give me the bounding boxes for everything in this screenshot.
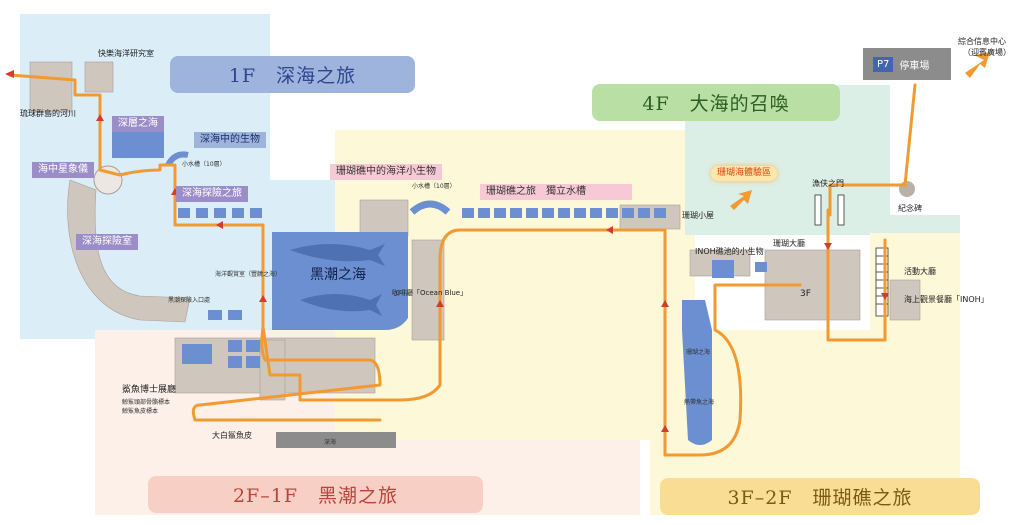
tank-ryukyu (182, 344, 212, 364)
gate-posts (814, 194, 845, 226)
building-small-b (259, 339, 286, 401)
zone-4f-strip (870, 215, 960, 233)
area-coral-small-creatures[interactable]: 珊瑚礁中的海洋小生物 (330, 164, 442, 180)
label-ocean-blue-cafe: 咖啡廳「Ocean Blue」 (392, 289, 468, 297)
area-sea-planetarium[interactable]: 海中星象儀 (32, 162, 94, 178)
bottom-gray-bar (276, 432, 396, 448)
tank-coral-curve (409, 200, 451, 215)
zone-banner-2f1f[interactable]: 2F–1F 黑潮之旅 (148, 476, 483, 513)
info-center-line1[interactable]: 綜合信息中心 (958, 37, 1006, 46)
zone-banner-1f[interactable]: 1F 深海之旅 (170, 56, 415, 93)
arrow-to-info-center[interactable] (965, 52, 990, 78)
area-deep-layer-sea[interactable]: 深層之海 (112, 116, 164, 132)
tank-coral-sea (682, 300, 712, 445)
label-kuroshio-entrance: 黑潮探險入口處 (168, 297, 211, 304)
parking-label: 停車場 (899, 60, 930, 72)
label-event-hall: 活動大廳 (904, 267, 936, 276)
tank-deep-layer (112, 132, 164, 158)
label-ocean-theater: 海洋觀賞室（豐饒之海） (215, 271, 282, 278)
label-coral-sea: 珊瑚之海 (686, 349, 711, 356)
zone-banner-4f[interactable]: 4F 大海的召喚 (592, 84, 840, 121)
shark-silhouettes (290, 244, 385, 316)
label-ryukyu-river: 琉球群島的河川 (20, 109, 76, 118)
label-shark-jaw-specimen: 鯨鯊魚皮標本 (122, 408, 159, 415)
small-tank-row (178, 208, 666, 368)
label-ryukyu-pool: 熱帶魚之海 (684, 399, 715, 406)
label-inoh-creatures: INOH礁池的小生物 (695, 247, 764, 256)
planetarium-dome (93, 165, 123, 195)
building-lab (29, 61, 73, 113)
tank-deep-curve (165, 151, 189, 167)
area-coral-tank[interactable]: 珊瑚礁之旅 獨立水槽 (480, 184, 632, 200)
label-ocean-restaurant: 海上觀景餐廳「INOH」 (904, 295, 989, 304)
label-floor-3f: 3F (800, 289, 811, 299)
building-restaurant (889, 279, 921, 321)
label-dark-zone: 深海 (324, 439, 337, 446)
label-great-white-skin: 大白鯊魚皮 (212, 431, 252, 440)
tank-coral-reef (712, 260, 734, 278)
parking-badge: P7 (873, 56, 894, 72)
label-coral-hall: 珊瑚大廳 (773, 239, 805, 248)
visitor-route (8, 73, 917, 457)
tank-4f-a (755, 262, 767, 272)
label-small-tank-2: 小水槽（10層） (412, 183, 456, 190)
label-happy-lab: 快樂海洋研究室 (98, 49, 154, 58)
label-whale-shark-specimen: 鯨鯊頭部骨骼標本 (122, 399, 171, 406)
area-deep-sea-room[interactable]: 深海探險室 (76, 234, 138, 250)
label-small-tank-1: 小水槽（10層） (182, 161, 226, 168)
parking-sign[interactable]: P7 停車場 (863, 48, 951, 80)
label-coral-house: 珊瑚小屋 (682, 211, 714, 220)
building-cafe (359, 199, 409, 237)
area-kuroshio-sea[interactable]: 黑潮之海 (310, 267, 366, 283)
building-lab-small (84, 61, 114, 93)
label-shark-hall: 鯊魚博士展廳 (122, 385, 177, 395)
area-deep-sea-tour[interactable]: 深海探險之旅 (176, 186, 248, 202)
area-coral-experience[interactable]: 珊瑚海體驗區 (711, 166, 778, 181)
zone-banner-3f2f[interactable]: 3F–2F 珊瑚礁之旅 (660, 478, 980, 515)
area-deep-sea-creatures[interactable]: 深海中的生物 (194, 132, 266, 148)
label-fisherman-gate: 漁伕之門 (812, 179, 844, 188)
info-center-line2: （迎賓廣場） (963, 48, 1011, 57)
arrow-to-coral-experience[interactable] (730, 190, 752, 210)
label-monument: 紀念碑 (898, 204, 922, 213)
monument-marker (899, 181, 915, 197)
